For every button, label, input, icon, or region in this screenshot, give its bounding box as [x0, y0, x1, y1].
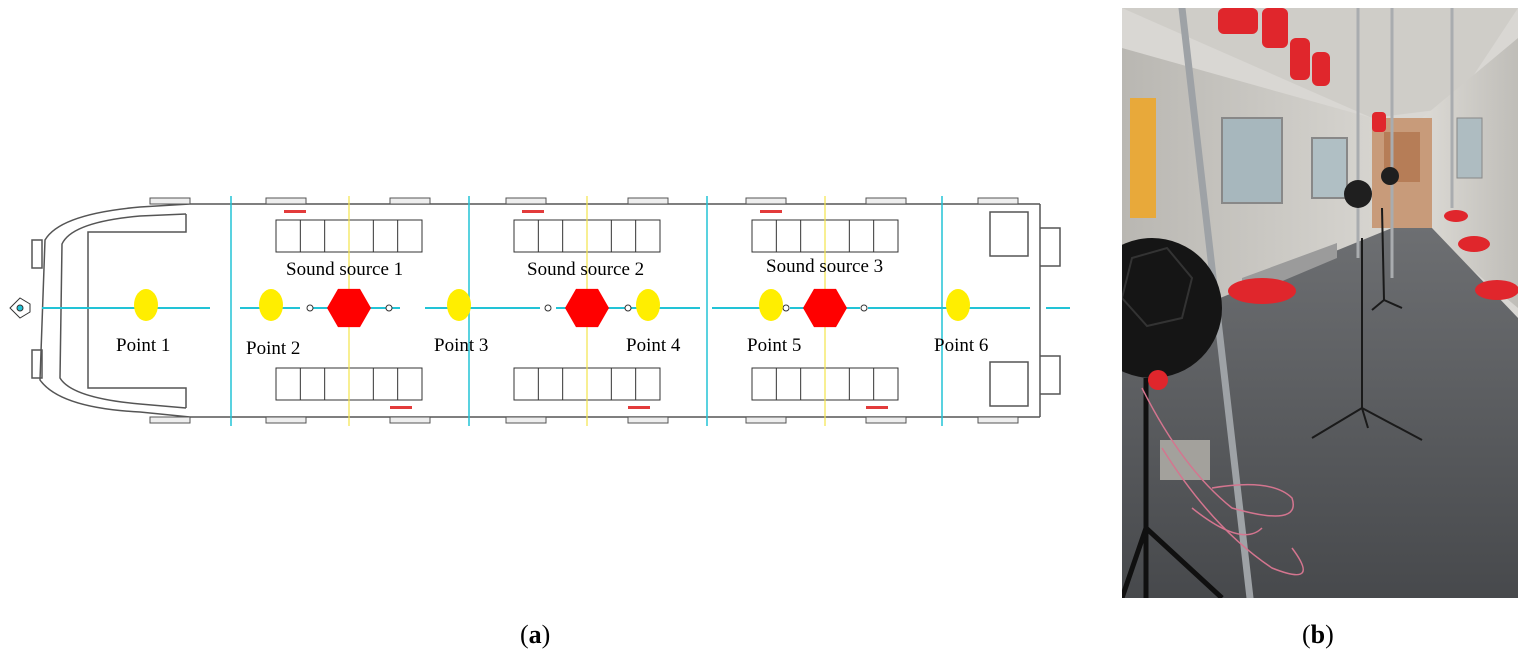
point-1-label: Point 1 [116, 335, 170, 356]
sound-source-3-label: Sound source 3 [766, 256, 883, 277]
point-1-marker [134, 289, 158, 321]
point-6-marker [946, 289, 970, 321]
point-4-marker [636, 289, 660, 321]
point-2-label: Point 2 [246, 338, 300, 359]
mic-markers [306, 304, 868, 312]
caption-b: (b) [1302, 620, 1334, 649]
point-6-label: Point 6 [934, 335, 988, 356]
train-interior-photo [1122, 8, 1518, 598]
train-layout-diagram: Sound source 1 Sound source 2 Sound source… [9, 196, 1070, 426]
point-5-label: Point 5 [747, 335, 801, 356]
caption-a: (a) [520, 620, 551, 649]
point-3-marker [447, 289, 471, 321]
door-markers [284, 210, 888, 409]
section-dividers [230, 196, 943, 426]
caption-b-letter: b [1310, 620, 1326, 649]
coupler-icon [9, 297, 31, 319]
sound-source-3-marker [803, 288, 847, 328]
measurement-points: Point 1 Point 2 Point 3 Point 4 Point 5 Point… [116, 289, 988, 359]
sound-sources: Sound source 1 Sound source 2 Sound source… [286, 256, 883, 328]
caption-a-letter: a [528, 620, 542, 649]
doors [149, 197, 1019, 424]
sound-source-1-marker [327, 288, 371, 328]
sound-source-2-label: Sound source 2 [527, 259, 644, 280]
point-5-marker [759, 289, 783, 321]
sound-source-2-marker [565, 288, 609, 328]
point-4-label: Point 4 [626, 335, 681, 356]
sound-source-1-label: Sound source 1 [286, 259, 403, 280]
point-3-label: Point 3 [434, 335, 488, 356]
point-2-marker [259, 289, 283, 321]
